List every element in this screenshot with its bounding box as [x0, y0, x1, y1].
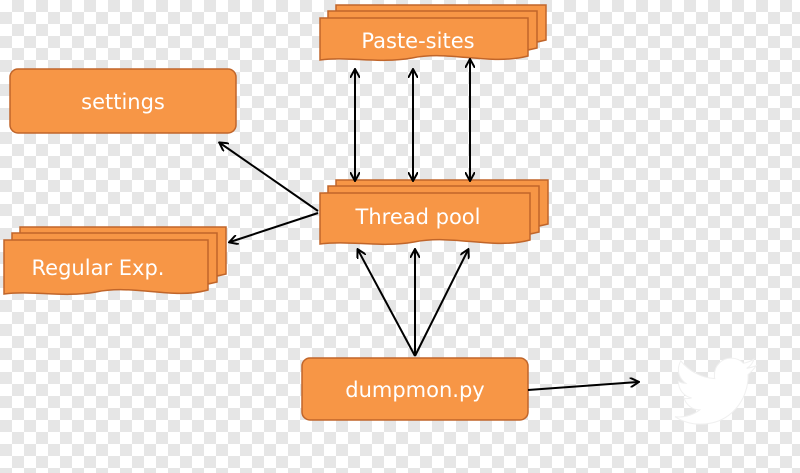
regular-exp-node: Regular Exp.: [3, 226, 227, 296]
arrow-dumpmon-twitter: [527, 382, 638, 391]
dumpmon-label: dumpmon.py: [345, 378, 484, 402]
thread-pool-node: Thread pool: [319, 179, 549, 246]
arrow-dumpmon-thread-1: [358, 250, 416, 357]
arrow-dumpmon-thread-3: [414, 250, 468, 357]
dumpmon-node: dumpmon.py: [301, 357, 529, 421]
paste-sites-label: Paste-sites: [361, 29, 474, 53]
twitter-bird-icon: [674, 357, 758, 425]
arrow-thread-regexp: [230, 212, 319, 242]
paste-sites-node: Paste-sites: [319, 4, 547, 62]
settings-node: settings: [9, 68, 237, 134]
thread-pool-label: Thread pool: [355, 205, 481, 229]
settings-label: settings: [81, 90, 165, 114]
regular-exp-label: Regular Exp.: [32, 256, 165, 280]
arrow-thread-settings: [220, 143, 319, 212]
